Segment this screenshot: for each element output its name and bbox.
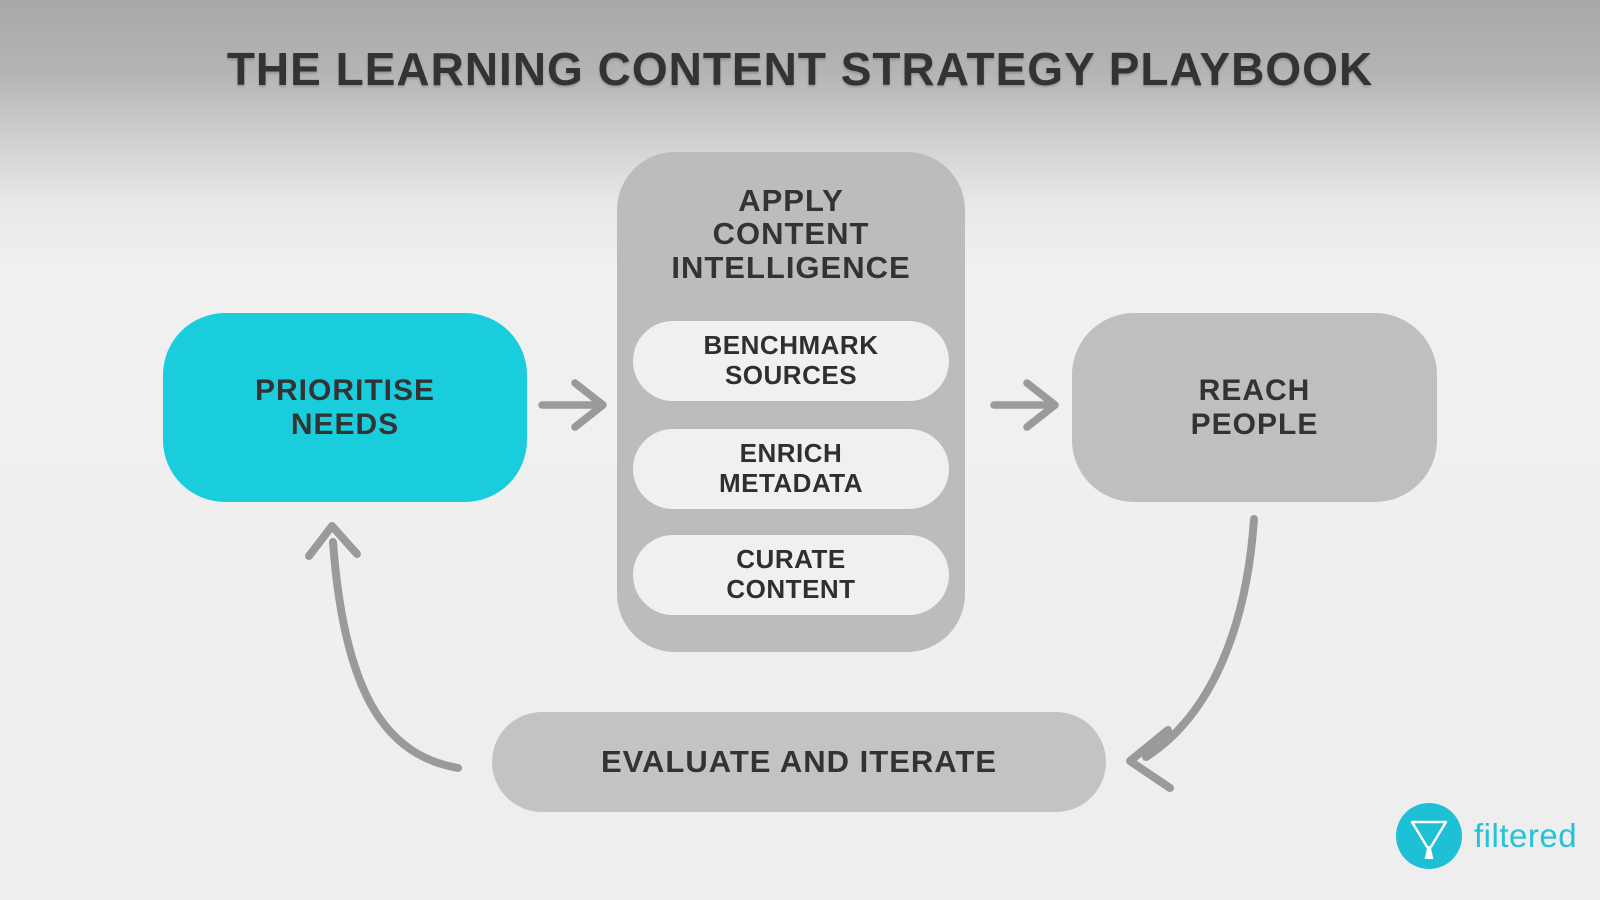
curved-arrow-up-icon xyxy=(305,522,462,772)
filtered-wordmark: filtered xyxy=(1474,817,1578,854)
substep-benchmark-sources-label: BENCHMARK SOURCES xyxy=(703,330,879,390)
substep-curate-content: CURATE CONTENT xyxy=(633,535,949,615)
filtered-logo: filtered xyxy=(1396,803,1577,869)
step-evaluate-and-iterate: EVALUATE AND ITERATE xyxy=(492,712,1106,812)
step-reach-people: REACH PEOPLE xyxy=(1072,313,1437,502)
page-title: THE LEARNING CONTENT STRATEGY PLAYBOOK xyxy=(226,43,1374,95)
substep-enrich-metadata-label: ENRICH METADATA xyxy=(718,438,864,498)
substep-benchmark-sources: BENCHMARK SOURCES xyxy=(633,321,949,401)
step-prioritise-needs: PRIORITISE NEEDS xyxy=(163,313,527,502)
substep-enrich-metadata: ENRICH METADATA xyxy=(633,429,949,509)
funnel-icon xyxy=(1396,803,1462,869)
substep-curate-content-label: CURATE CONTENT xyxy=(726,544,856,604)
curved-arrow-down-left-icon xyxy=(1126,515,1258,792)
step-apply-heading: APPLY CONTENT INTELLIGENCE xyxy=(671,183,911,285)
right-arrow-icon xyxy=(538,379,607,431)
right-arrow-icon xyxy=(990,379,1059,431)
step-prioritise-needs-label: PRIORITISE NEEDS xyxy=(254,373,436,441)
step-reach-people-label: REACH PEOPLE xyxy=(1190,373,1319,441)
step-apply-content-intelligence: APPLY CONTENT INTELLIGENCE BENCHMARK SOU… xyxy=(617,152,965,652)
step-evaluate-and-iterate-label: EVALUATE AND ITERATE xyxy=(600,744,997,780)
